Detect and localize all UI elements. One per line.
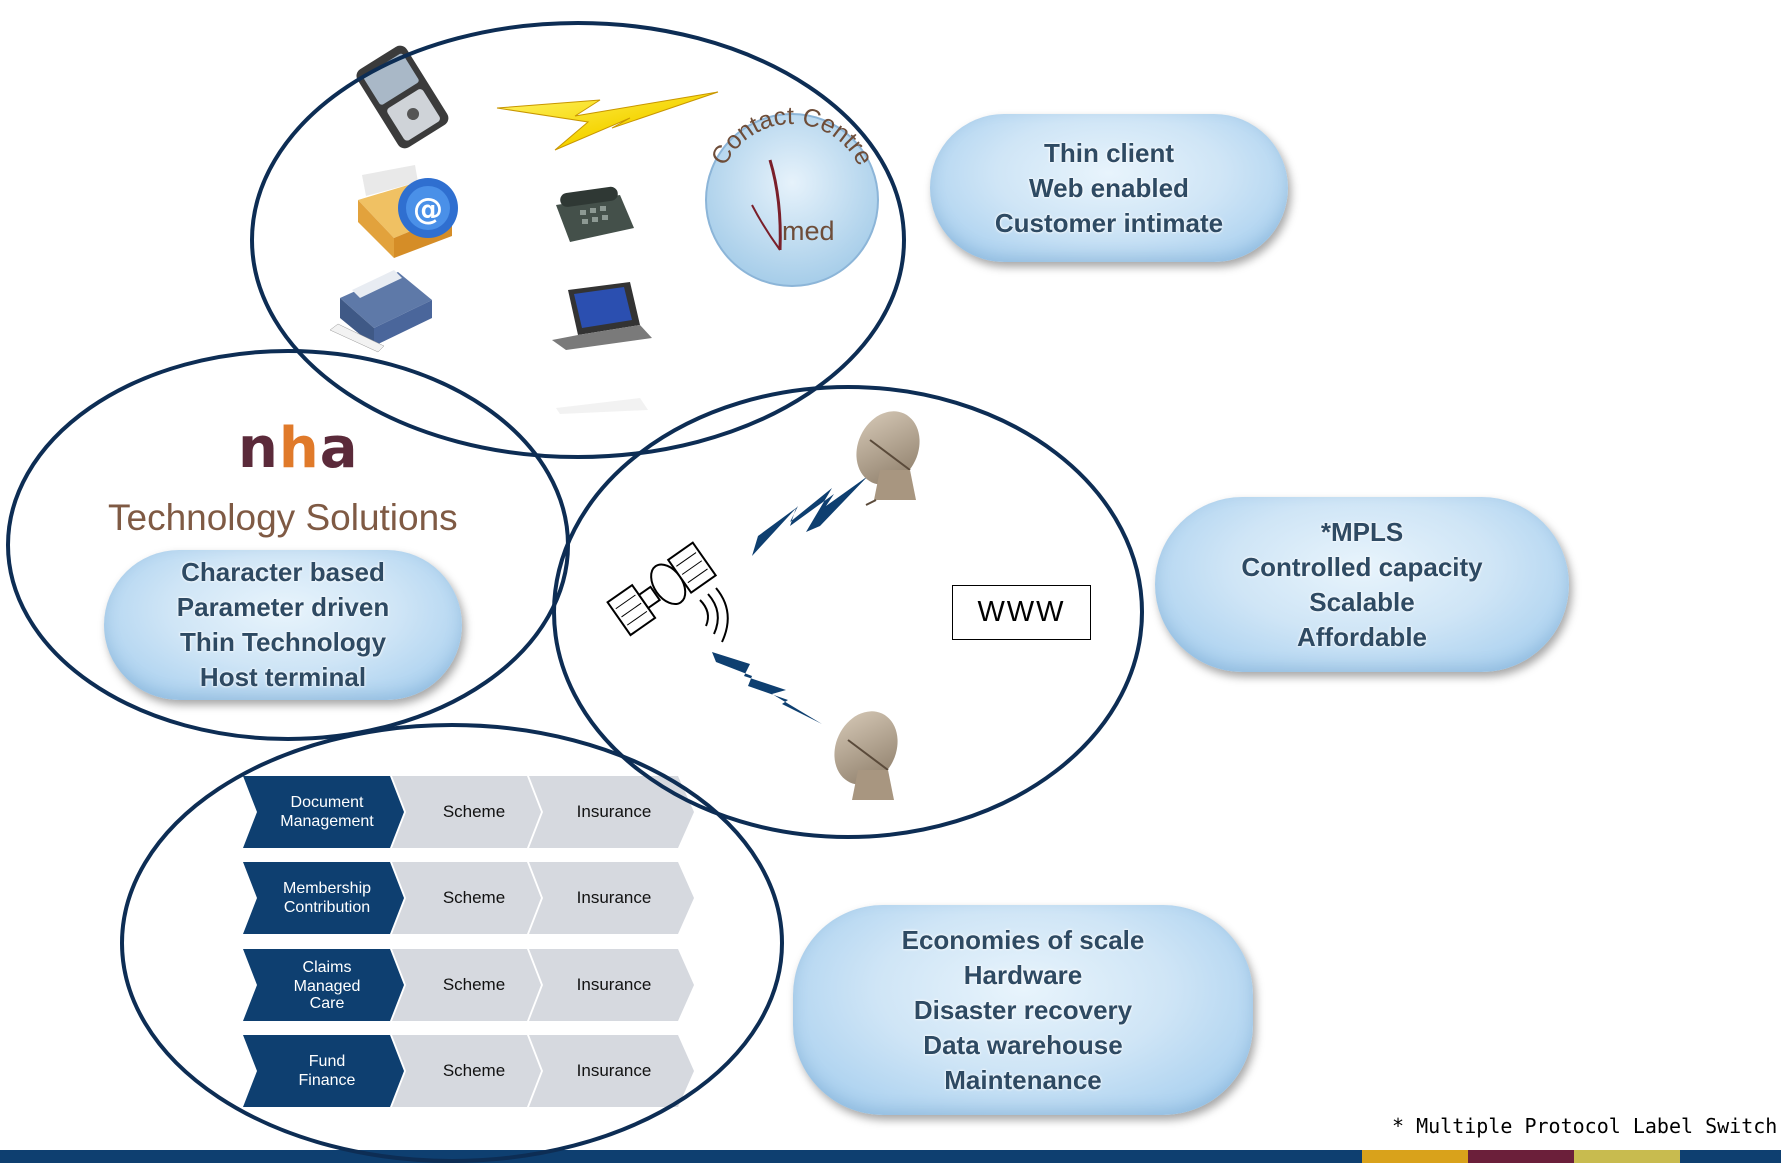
pill-line: Thin client [1044,137,1174,168]
pill-line: Economies of scale [901,924,1145,955]
step-label-scheme: Scheme [442,1061,506,1080]
module-label-line: Finance [298,1072,356,1089]
pill-line: Character based [181,557,385,587]
nha-logo-a: a [319,416,359,481]
laptop-icon [552,282,652,350]
step-label-scheme: Scheme [442,802,506,821]
module-label-line: Contribution [283,899,371,916]
step-label-insurance: Insurance [576,802,652,821]
nha-feature-pill: Character based Parameter driven Thin Te… [104,550,462,700]
satellite-dish-icon [856,411,920,506]
pill-line: Affordable [1297,621,1427,652]
step-label-insurance: Insurance [576,1061,652,1080]
module-label-line: Fund [308,1053,346,1070]
module-label-line: Management [280,813,374,830]
signal-waves-icon [699,587,729,643]
step-label-scheme: Scheme [442,975,506,994]
step-label-insurance: Insurance [576,975,652,994]
footer-bar [0,1150,1781,1163]
pill-line: Maintenance [944,1064,1102,1095]
economies-feature-pill: Economies of scale Hardware Disaster rec… [793,905,1253,1115]
mpls-feature-pill: *MPLS Controlled capacity Scalable Affor… [1155,497,1569,672]
pill-line: Host terminal [199,662,367,692]
signal-arrow-down-icon [712,652,822,724]
www-box: WWW [952,585,1091,640]
module-label-line: Managed [293,978,361,995]
pill-line: Parameter driven [176,592,390,622]
mobile-phone-icon [356,45,449,149]
satellite-icon [606,541,718,637]
email-envelope-icon: @ [358,165,458,258]
signal-arrow-up-icon [752,476,868,556]
pill-line: Scalable [1309,586,1415,617]
module-label-document-management: Document Management [262,776,392,848]
module-label-claims-managed-care: Claims Managed Care [262,949,392,1021]
module-label-line: Document [290,794,364,811]
module-label-membership-contribution: Membership Contribution [262,862,392,934]
laptop-reflection [556,398,648,414]
nha-logo-n: n [238,416,279,481]
technology-solutions-title: Technology Solutions [108,497,458,538]
desk-phone-icon [556,186,634,242]
printer-icon [329,270,432,353]
module-label-line: Membership [282,880,372,897]
step-label-scheme: Scheme [442,888,506,907]
pill-line: *MPLS [1320,516,1404,547]
pill-line: Hardware [963,959,1083,990]
nha-logo: nha [238,416,359,481]
module-label-fund-finance: Fund Finance [262,1035,392,1107]
pill-line: Data warehouse [923,1029,1123,1060]
module-label-line: Claims [302,959,352,976]
pill-line: Customer intimate [994,207,1224,238]
contact-centre-badge [705,113,879,287]
step-label-insurance: Insurance [576,888,652,907]
module-label-line: Care [309,995,345,1012]
lightning-bolt-icon [496,91,719,151]
pill-line: Thin Technology [179,627,387,657]
pill-line: Controlled capacity [1241,551,1483,582]
top-feature-pill: Thin client Web enabled Customer intimat… [930,114,1288,262]
satellite-dish-icon-2 [834,711,898,800]
svg-text:@: @ [413,192,443,227]
pill-line: Disaster recovery [913,994,1133,1025]
mpls-footnote: * Multiple Protocol Label Switch [1392,1114,1778,1138]
nha-logo-h: h [278,416,320,481]
pill-line: Web enabled [1029,172,1189,203]
